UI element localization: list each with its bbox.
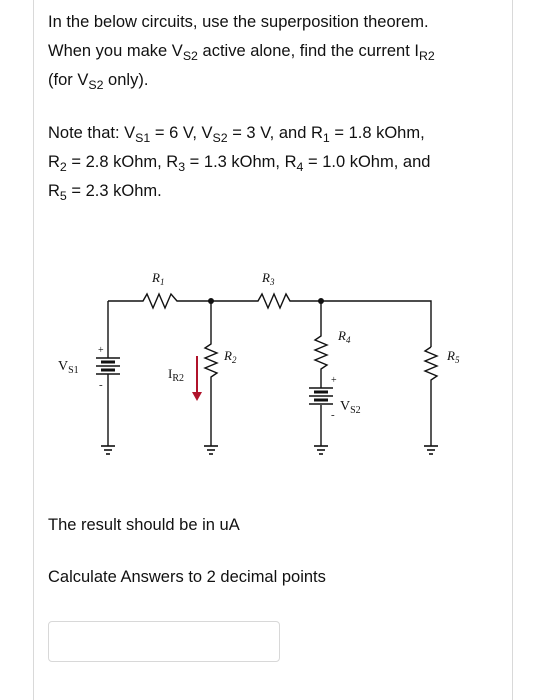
vs2-label: VS2	[340, 399, 361, 416]
question-card	[33, 0, 513, 700]
ground-symbols	[101, 445, 438, 455]
question-line-1: In the below circuits, use the superposi…	[48, 13, 429, 31]
question-line-3: (for VS2 only).	[48, 71, 149, 92]
vs1-minus-sign: -	[99, 379, 103, 391]
answer-input[interactable]	[48, 621, 280, 662]
r2-label: R2	[223, 348, 237, 365]
decimal-instruction: Calculate Answers to 2 decimal points	[48, 568, 326, 586]
r4-label: R4	[337, 328, 351, 345]
node-dot-1	[208, 298, 214, 304]
vs1-plus-sign: +	[98, 345, 104, 356]
note-line-2: R2 = 2.8 kOhm, R3 = 1.3 kOhm, R4 = 1.0 k…	[48, 153, 431, 174]
vs1-label: VS1	[58, 359, 79, 376]
result-unit-note: The result should be in uA	[48, 516, 240, 534]
r3-label: R3	[261, 270, 275, 287]
ir2-arrow	[192, 356, 202, 401]
vs1-battery-symbol	[96, 357, 120, 375]
note-line-3: R5 = 2.3 kOhm.	[48, 182, 162, 203]
circuit-diagram: R1 R3 R2 R4 R5 VS1 VS2 IR2 + - + -	[58, 270, 460, 455]
r1-label: R1	[151, 270, 164, 287]
vs2-plus-sign: +	[331, 375, 337, 386]
vs2-battery-symbol	[309, 387, 333, 405]
question-text: In the below circuits, use the superposi…	[48, 8, 488, 95]
note-text: Note that: VS1 = 6 V, VS2 = 3 V, and R1 …	[48, 119, 488, 206]
node-dot-2	[318, 298, 324, 304]
ir2-label: IR2	[168, 366, 184, 384]
r5-label: R5	[446, 348, 460, 365]
question-line-2: When you make VS2 active alone, find the…	[48, 42, 435, 63]
note-line-1: Note that: VS1 = 6 V, VS2 = 3 V, and R1 …	[48, 124, 425, 145]
vs2-minus-sign: -	[331, 409, 335, 421]
